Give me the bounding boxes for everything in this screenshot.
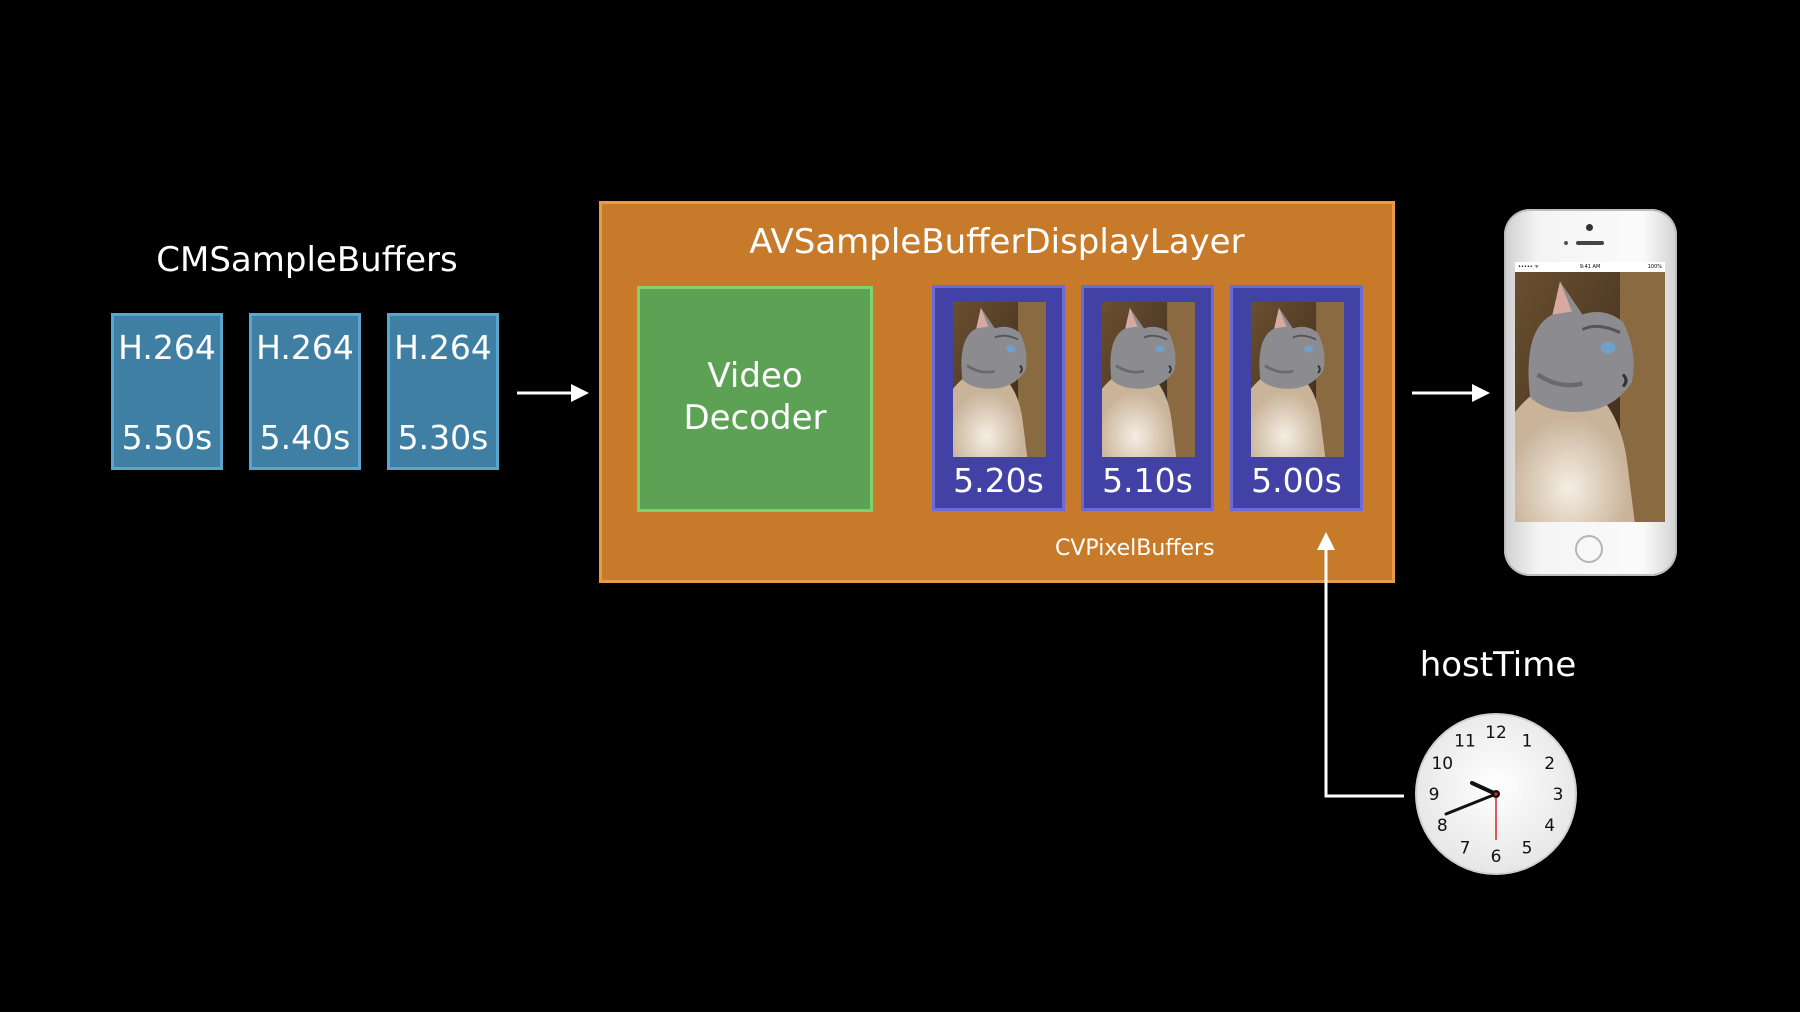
sample-buffer-1: H.264 5.50s: [111, 313, 223, 470]
cat-thumbnail-image: [1251, 302, 1344, 457]
cm-samplebuffers-title: CMSampleBuffers: [156, 240, 458, 280]
phone-screen: ••••• ᯤ 9:41 AM 100%: [1515, 262, 1665, 522]
clock-numeral: 11: [1454, 731, 1476, 751]
clock-numeral: 9: [1429, 785, 1440, 805]
host-time-title: hostTime: [1419, 645, 1577, 685]
clock-numeral: 10: [1431, 754, 1453, 774]
pixel-buffer-time: 5.10s: [1102, 461, 1193, 500]
clock-numeral: 4: [1544, 816, 1555, 836]
clock-numeral: 12: [1485, 723, 1507, 743]
clock-numeral: 6: [1491, 847, 1502, 867]
pixel-buffer-3: 5.00s: [1230, 285, 1363, 511]
pixel-buffer-time: 5.20s: [953, 461, 1044, 500]
sample-buffer-time: 5.50s: [121, 418, 213, 457]
clock-numeral: 3: [1553, 785, 1564, 805]
video-decoder-label: Video Decoder: [683, 356, 827, 438]
clock-numeral: 2: [1544, 754, 1555, 774]
clock-numeral: 1: [1522, 731, 1533, 751]
arrow-right-icon: [1412, 384, 1490, 402]
sample-buffer-codec: H.264: [118, 328, 216, 367]
cat-screen-image: [1515, 272, 1665, 522]
home-button: [1575, 535, 1603, 563]
status-signal: ••••• ᯤ: [1518, 264, 1539, 270]
cat-thumbnail-image: [1102, 302, 1195, 457]
phone-status-bar: ••••• ᯤ 9:41 AM 100%: [1515, 262, 1665, 272]
display-layer-title: AVSampleBufferDisplayLayer: [749, 222, 1245, 262]
clock-numeral: 7: [1460, 839, 1471, 859]
pixel-buffer-time: 5.00s: [1251, 461, 1342, 500]
pixel-buffer-2: 5.10s: [1081, 285, 1214, 511]
status-time: 9:41 AM: [1579, 264, 1601, 270]
cat-thumbnail-image: [953, 302, 1046, 457]
sample-buffer-codec: H.264: [394, 328, 492, 367]
clock-numeral: 5: [1522, 839, 1533, 859]
phone-sensor-icon: [1564, 241, 1568, 245]
display-layer-box: AVSampleBufferDisplayLayer Video Decoder…: [599, 201, 1395, 583]
sample-buffer-2: H.264 5.40s: [249, 313, 361, 470]
clock-numeral: 8: [1437, 816, 1448, 836]
sample-buffer-time: 5.30s: [397, 418, 489, 457]
sample-buffer-3: H.264 5.30s: [387, 313, 499, 470]
hour-hand: [1470, 781, 1498, 796]
video-decoder-box: Video Decoder: [637, 286, 873, 512]
sample-buffer-codec: H.264: [256, 328, 354, 367]
phone-camera-icon: [1586, 224, 1593, 231]
sample-buffer-time: 5.40s: [259, 418, 351, 457]
arrow-right-icon: [517, 384, 589, 402]
phone-speaker-icon: [1576, 241, 1604, 245]
pixel-buffers-caption: CVPixelBuffers: [1055, 536, 1215, 561]
arrow-up-icon: [1317, 532, 1404, 798]
status-battery: 100%: [1647, 264, 1662, 270]
pixel-buffer-1: 5.20s: [932, 285, 1065, 511]
minute-hand: [1444, 792, 1498, 816]
iphone-device: ••••• ᯤ 9:41 AM 100%: [1504, 209, 1677, 576]
